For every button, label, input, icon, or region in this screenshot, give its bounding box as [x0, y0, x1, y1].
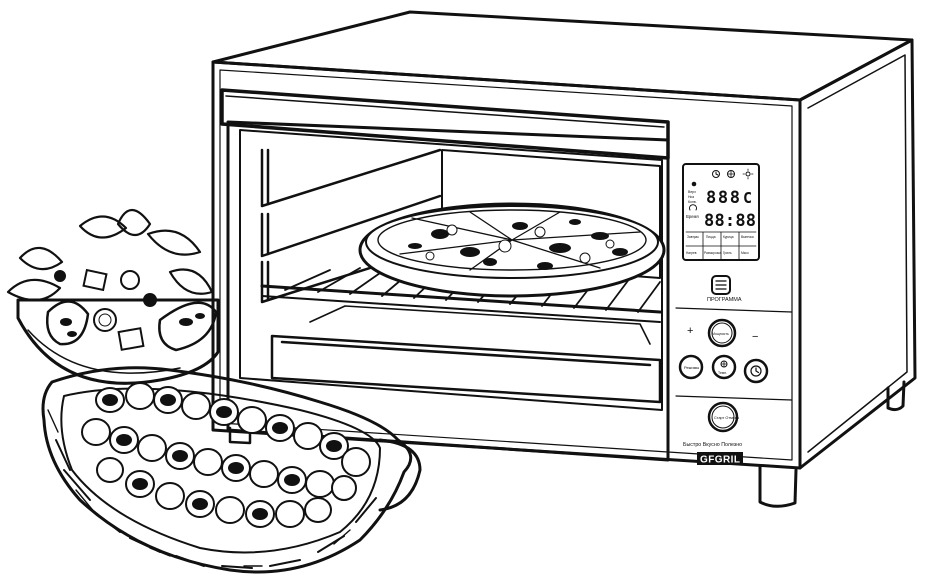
door-handle[interactable] — [220, 88, 670, 160]
control-panel: Верх Низ Конв. 888 C Время 88:88 Завтрак… — [675, 163, 793, 466]
brand-slogan: Быстро Вкусно Полезно — [683, 442, 742, 448]
menu-list-icon — [715, 280, 727, 290]
lcd-display: Верх Низ Конв. 888 C Время 88:88 Завтрак… — [682, 163, 760, 261]
temperature-readout: 888 — [706, 188, 740, 208]
start-cancel-label: Старт Отмена — [714, 416, 740, 420]
mode-button[interactable]: Режимы — [678, 354, 704, 380]
mode-label-2: Пицца — [706, 235, 716, 239]
temperature-unit: C — [743, 189, 752, 207]
time-readout: 88:88 — [704, 211, 756, 231]
program-button[interactable] — [711, 275, 731, 295]
pizza — [358, 202, 666, 298]
bottom-label-4: Мясо — [741, 251, 749, 255]
brand-name: GFGRIL — [700, 455, 740, 466]
bottom-label-3: Гриль — [723, 251, 732, 255]
timer-button[interactable] — [743, 358, 769, 384]
power-label: Мощность — [712, 332, 729, 336]
baking-dish — [41, 366, 422, 574]
start-cancel-button[interactable]: Старт Отмена — [707, 401, 740, 433]
clock-icon — [689, 204, 697, 211]
lcd-label-bottom: Низ — [688, 195, 694, 199]
power-knob[interactable]: Мощность — [707, 318, 737, 348]
mode-label-3: Курица — [723, 235, 734, 239]
program-label: ПРОГРАММА — [707, 297, 742, 303]
time-label: Время — [686, 214, 699, 219]
bottom-label-1: Нагрев — [686, 251, 697, 255]
plus-button[interactable]: + — [687, 325, 693, 337]
heat-mode-icon — [691, 181, 697, 187]
temperature-button[interactable]: Темп. — [711, 354, 737, 380]
bottom-label-2: Разморозка — [704, 251, 722, 255]
mode-label-4: Выпечка — [741, 235, 754, 239]
salad-bowl — [6, 208, 220, 385]
sun-icon — [742, 168, 754, 180]
fan-icon — [720, 360, 728, 368]
baking-tray — [270, 334, 662, 404]
minus-button[interactable]: − — [752, 331, 758, 343]
mode-label-1: Завтрак — [687, 235, 699, 239]
brand-logo: GFGRIL — [697, 452, 743, 466]
oven-door[interactable] — [220, 88, 670, 462]
timer-icon — [712, 170, 720, 178]
lcd-label-convection: Конв. — [688, 200, 697, 204]
clock-icon — [750, 365, 762, 377]
temperature-button-label: Темп. — [718, 371, 727, 375]
fan-icon — [727, 170, 735, 178]
lcd-label-top: Верх — [688, 190, 696, 194]
mode-label: Режимы — [684, 365, 699, 370]
